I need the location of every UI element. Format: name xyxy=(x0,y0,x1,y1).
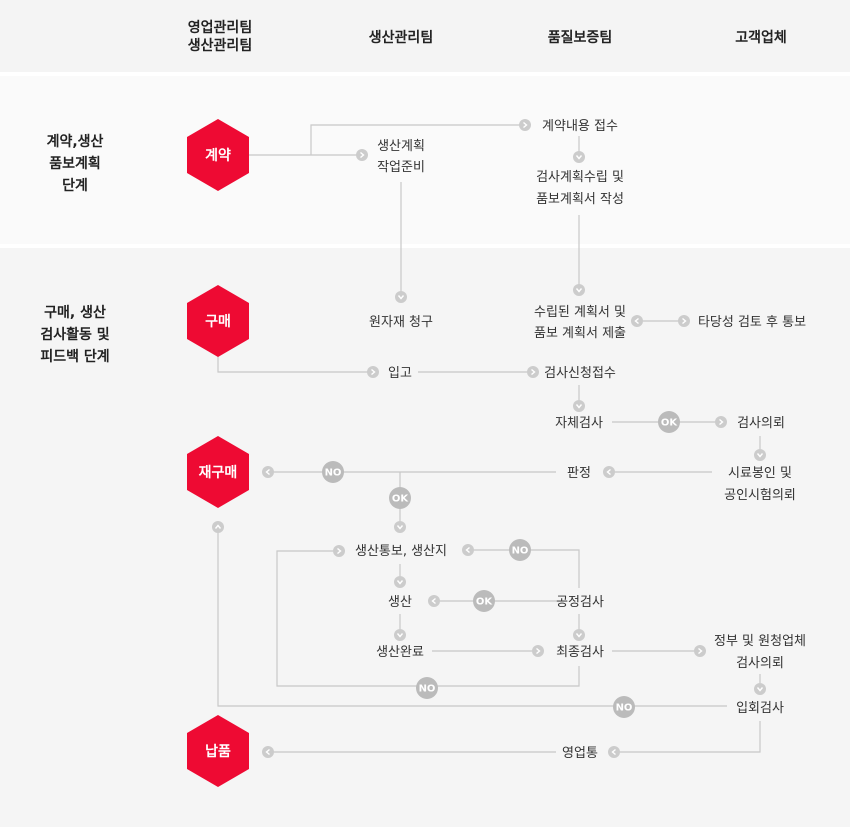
node-review-notice: 타당성 검토 후 통보 xyxy=(698,315,806,330)
node-contract-receipt: 계약내용 접수 xyxy=(542,119,618,134)
arrow-right-icon xyxy=(356,149,368,161)
arrow-left-icon xyxy=(262,466,274,478)
badge-label: OK xyxy=(476,597,494,608)
arrow-right-icon xyxy=(519,119,531,131)
arrow-down-icon xyxy=(394,629,406,641)
milestone-label: 재구매 xyxy=(199,465,238,481)
badge-label: NO xyxy=(512,546,529,557)
arrow-down-icon xyxy=(754,449,766,461)
hexagon-shape xyxy=(187,119,249,191)
arrow-down-icon xyxy=(754,683,766,695)
node-receiving: 입고 xyxy=(388,366,412,381)
arrow-left-icon xyxy=(608,746,620,758)
milestone-label: 계약 xyxy=(205,147,231,164)
milestone-contract[interactable]: 계약 xyxy=(187,119,249,191)
no-badge: NO xyxy=(509,539,531,561)
badge-label: NO xyxy=(325,468,342,479)
arrow-down-icon xyxy=(573,151,585,163)
milestone-purchase[interactable]: 구매 xyxy=(187,285,249,357)
header-band xyxy=(0,0,850,72)
arrow-right-icon xyxy=(678,315,690,327)
arrow-down-icon xyxy=(573,400,585,412)
arrow-markers xyxy=(212,119,766,758)
hexagon-shape xyxy=(187,285,249,357)
no-badge: NO xyxy=(322,461,344,483)
milestone-delivery[interactable]: 납품 xyxy=(187,715,249,787)
arrow-left-icon xyxy=(631,315,643,327)
arrow-left-icon xyxy=(603,466,615,478)
section-divider xyxy=(0,72,850,76)
node-production-notice: 생산통보, 생산지 xyxy=(355,544,447,559)
section-divider xyxy=(0,244,850,248)
arrow-left-icon xyxy=(462,544,474,556)
decision-badges: OK NO OK NO OK NO NO xyxy=(322,411,680,718)
arrow-right-icon xyxy=(715,416,727,428)
no-badge: NO xyxy=(613,696,635,718)
node-production-complete: 생산완료 xyxy=(376,645,424,660)
node-witness-inspection: 입회검사 xyxy=(736,701,784,716)
arrow-right-icon xyxy=(532,645,544,657)
connector-lines xyxy=(217,124,761,753)
arrow-up-icon xyxy=(212,521,224,533)
arrow-down-icon xyxy=(573,284,585,296)
arrow-right-icon xyxy=(333,545,345,557)
arrow-down-icon xyxy=(395,291,407,303)
column-header-quality: 품질보증팀 xyxy=(548,30,612,46)
column-header-production: 생산관리팀 xyxy=(369,29,433,46)
node-sales-notice: 영업통 xyxy=(562,746,598,761)
badge-label: OK xyxy=(661,418,679,429)
section-purchase xyxy=(0,248,850,827)
section-contract xyxy=(0,76,850,244)
arrow-right-icon xyxy=(367,366,379,378)
ok-badge: OK xyxy=(658,411,680,433)
node-inspection-request-receipt: 검사신청접수 xyxy=(544,366,616,381)
node-material-request: 원자재 청구 xyxy=(369,315,433,330)
no-badge: NO xyxy=(416,677,438,699)
badge-label: NO xyxy=(419,684,436,695)
badge-label: OK xyxy=(392,494,410,505)
arrow-left-icon xyxy=(262,746,274,758)
ok-badge: OK xyxy=(473,590,495,612)
arrow-right-icon xyxy=(527,366,539,378)
node-final-inspection: 최종검사 xyxy=(556,645,604,660)
arrow-down-icon xyxy=(394,521,406,533)
arrow-right-icon xyxy=(694,645,706,657)
node-production: 생산 xyxy=(388,595,412,610)
arrow-left-icon xyxy=(428,595,440,607)
hexagon-shape xyxy=(187,715,249,787)
node-process-inspection: 공정검사 xyxy=(556,595,604,610)
node-inspection-request: 검사의뢰 xyxy=(737,416,785,431)
hexagon-shape xyxy=(187,436,249,508)
milestone-label: 납품 xyxy=(205,743,231,760)
ok-badge: OK xyxy=(389,487,411,509)
arrow-down-icon xyxy=(394,576,406,588)
column-header-customer: 고객업체 xyxy=(735,29,787,46)
milestone-label: 구매 xyxy=(205,314,231,330)
arrow-down-icon xyxy=(573,629,585,641)
node-judgement: 판정 xyxy=(567,466,591,481)
milestone-repurchase[interactable]: 재구매 xyxy=(187,436,249,508)
badge-label: NO xyxy=(616,703,633,714)
node-self-inspection: 자체검사 xyxy=(555,416,603,431)
